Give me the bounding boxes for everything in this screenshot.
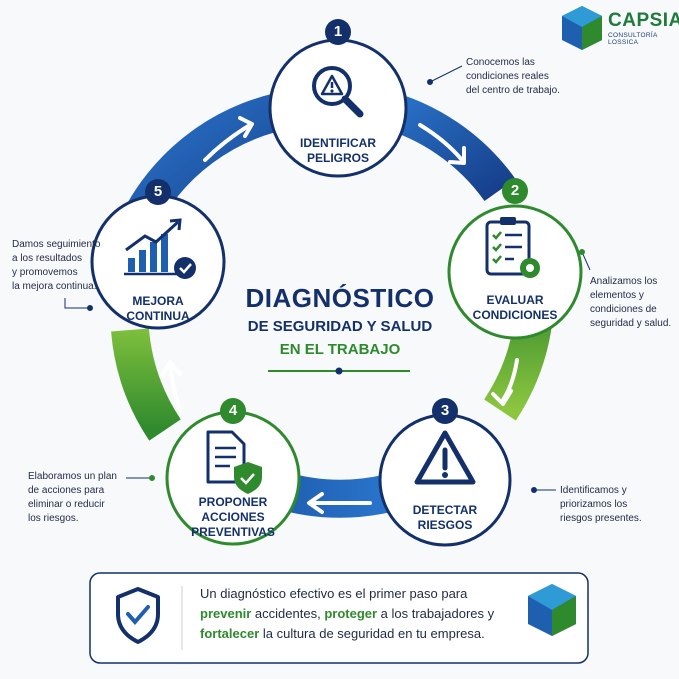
warning-triangle-icon — [414, 430, 476, 485]
step-number-4: 4 — [220, 398, 246, 424]
document-shield-icon — [206, 430, 262, 494]
title-main: DIAGNÓSTICO — [245, 283, 435, 313]
step-label-4-line3: PREVENTIVAS — [191, 525, 275, 539]
step-5-description: Damos seguimiento a los resultados y pro… — [12, 238, 122, 294]
description-line: condiciones de — [590, 304, 657, 315]
step-label-5-line1: MEJORA — [132, 294, 184, 308]
step-label-4-line1: PROPONER — [198, 495, 268, 509]
description-line: a los resultados — [12, 253, 83, 264]
arrow-icon — [168, 363, 182, 412]
shield-check-icon — [116, 587, 160, 644]
description-line: Damos seguimiento — [12, 239, 101, 250]
description-line: Identificamos y — [560, 485, 627, 496]
description-line: eliminar o reducir — [28, 499, 105, 510]
step-number-3: 3 — [432, 398, 458, 424]
banner-keyword-prevenir: prevenir — [200, 606, 252, 621]
description-line: Elaboramos un plan — [28, 471, 117, 482]
banner-text-part: accidentes, — [251, 606, 325, 621]
step-number-2: 2 — [502, 178, 528, 204]
description-line: condiciones reales — [466, 71, 549, 82]
title-line-2: DE SEGURIDAD Y SALUD — [247, 318, 433, 335]
title-divider — [268, 367, 410, 375]
step-label-1-line2: PELIGROS — [306, 151, 369, 165]
description-line: Analizamos los — [590, 276, 658, 287]
growth-chart-icon — [124, 218, 196, 279]
step-label-1: IDENTIFICAR PELIGROS — [278, 136, 398, 166]
banner-text-part: la cultura de seguridad en tu empresa. — [259, 626, 485, 641]
banner-message: Un diagnóstico efectivo es el primer pas… — [200, 584, 530, 644]
banner-keyword-proteger: proteger — [324, 606, 378, 621]
step-label-3: DETECTAR RIESGOS — [385, 503, 505, 533]
ring-segment-4-5 — [111, 328, 182, 441]
step-label-3-line1: DETECTAR — [412, 503, 478, 517]
step-1-description: Conocemos las condiciones reales del cen… — [466, 56, 596, 98]
capsia-logo-icon — [562, 6, 602, 50]
description-line: seguridad y salud. — [590, 318, 672, 329]
description-line: la mejora continua. — [12, 281, 97, 292]
step-label-5-line2: CONTINUA — [126, 309, 190, 323]
description-line: del centro de trabajo. — [466, 85, 560, 96]
connector-lines — [64, 65, 591, 493]
step-label-5: MEJORA CONTINUA — [98, 294, 218, 324]
description-line: elementos y — [590, 290, 644, 301]
step-4-description: Elaboramos un plan de acciones para elim… — [28, 470, 138, 526]
cube-logo-icon — [528, 584, 576, 636]
arrow-icon — [418, 123, 464, 162]
logo-subtitle: CONSULTORÍA LOSSICA — [608, 32, 658, 46]
step-number-1: 1 — [325, 19, 351, 45]
message-banner — [89, 572, 589, 664]
logo-name: CAPSIA — [608, 10, 679, 31]
step-2-description: Analizamos los elementos y condiciones d… — [590, 275, 678, 331]
flow-arrows — [160, 116, 519, 514]
step-number-5: 5 — [145, 179, 171, 205]
magnifier-warning-icon — [312, 66, 364, 118]
step-label-2-line1: EVALUAR — [486, 293, 544, 307]
description-line: los riesgos. — [28, 513, 79, 524]
description-line: de acciones para — [28, 485, 105, 496]
banner-text-part: Un diagnóstico efectivo es el primer pas… — [200, 586, 468, 601]
clipboard-checklist-icon — [485, 217, 540, 278]
arrow-icon — [501, 358, 519, 402]
description-line: priorizamos los — [560, 499, 628, 510]
title-line-3: EN EL TRABAJO — [279, 341, 401, 358]
step-3-description: Identificamos y priorizamos los riesgos … — [560, 484, 670, 526]
description-line: y promovemos — [12, 267, 78, 278]
step-label-4-line2: ACCIONES — [201, 510, 265, 524]
banner-text-part: a los trabajadores y — [377, 606, 495, 621]
description-line: riesgos presentes. — [560, 513, 642, 524]
step-circle-2 — [447, 204, 583, 340]
step-label-4: PROPONER ACCIONES PREVENTIVAS — [173, 495, 293, 540]
description-line: Conocemos las — [466, 57, 535, 68]
arrow-icon — [203, 123, 252, 162]
banner-keyword-fortalecer: fortalecer — [200, 626, 260, 641]
step-label-2-line2: CONDICIONES — [472, 308, 558, 322]
step-label-1-line1: IDENTIFICAR — [300, 136, 376, 150]
step-label-3-line2: RIESGOS — [417, 518, 473, 532]
step-label-2: EVALUAR CONDICIONES — [455, 293, 575, 323]
